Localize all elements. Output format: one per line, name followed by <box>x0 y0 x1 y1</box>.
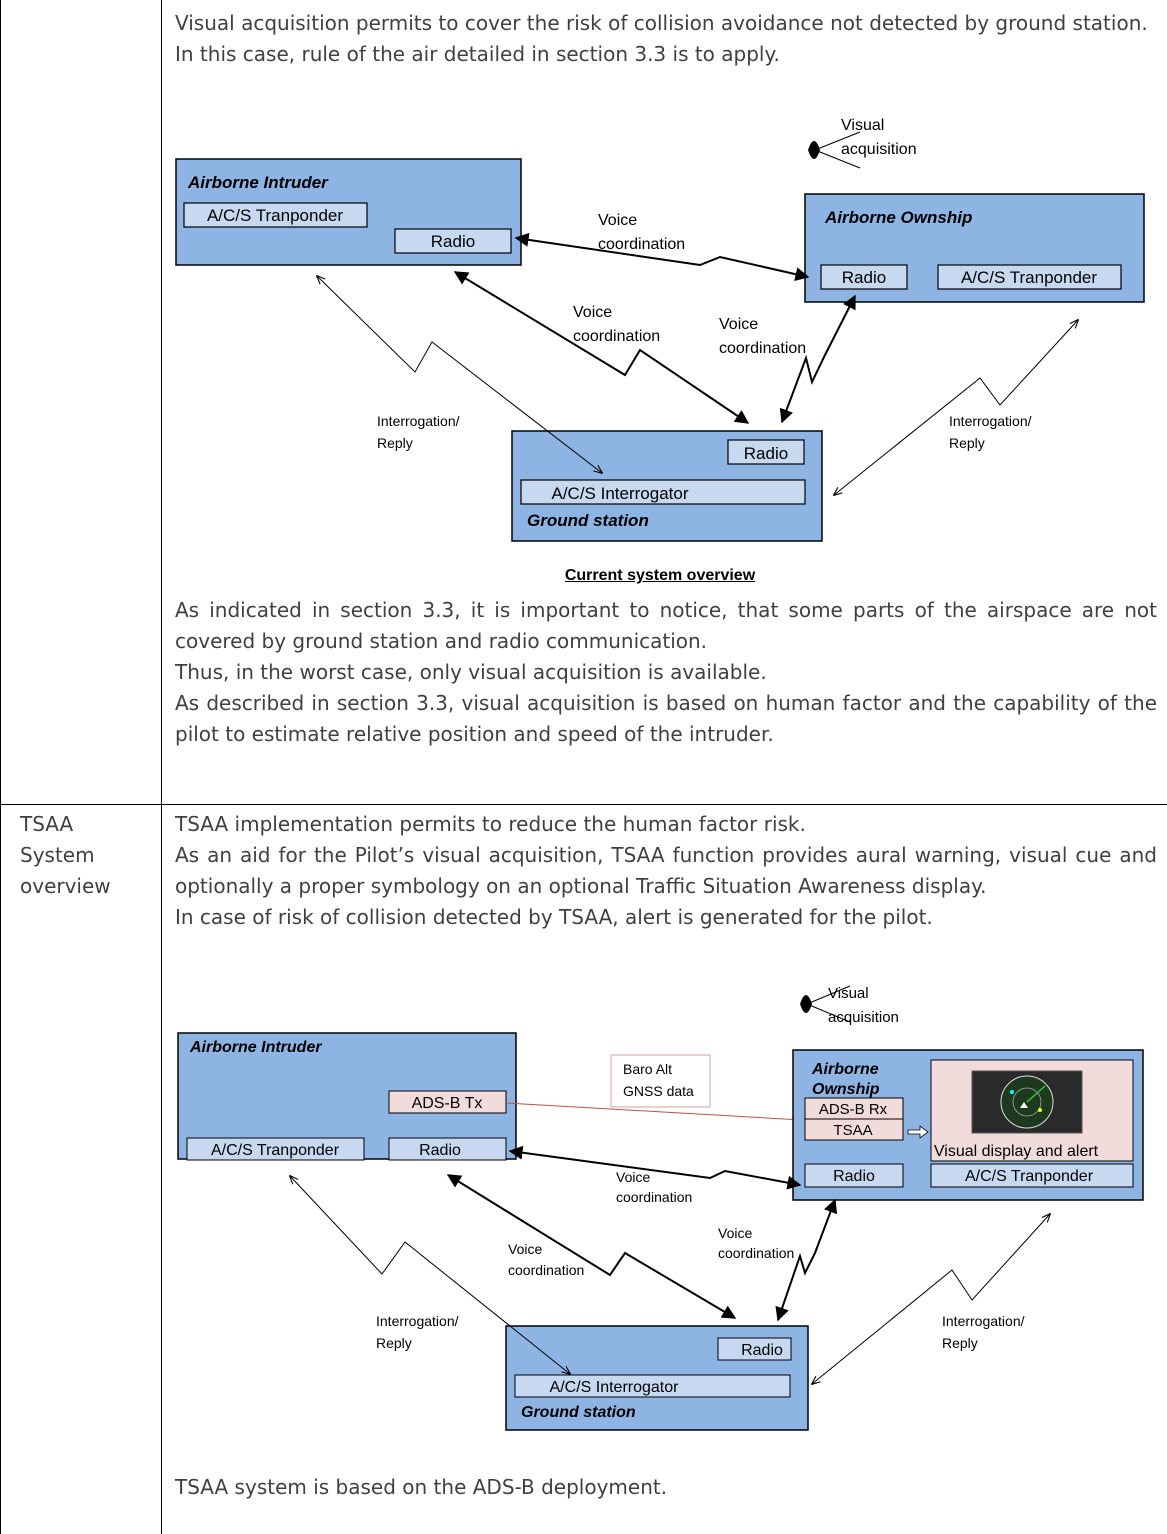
paragraph: TSAA system is based on the ADS-B deploy… <box>175 1475 668 1499</box>
intruder-adsb-tx-label: ADS-B Tx <box>412 1095 483 1112</box>
intruder-transponder-box <box>183 202 368 228</box>
visual-label: Visual <box>828 985 869 1002</box>
voice-link-intruder-ownship <box>514 232 810 282</box>
voice-link-intruder-ownship <box>508 1145 802 1190</box>
gnss-data-label: GNSS data <box>623 1083 694 1099</box>
ownship-tsaa-label: TSAA <box>833 1122 872 1139</box>
ownship-tsaa-box <box>804 1118 904 1141</box>
coordination-label: coordination <box>573 328 660 345</box>
paragraph: As an aid for the Pilot’s visual acquisi… <box>175 843 1157 898</box>
tsaa-system-diagram: Visual acquisition Airborne Intruder ADS… <box>177 985 1144 1431</box>
table-column-divider <box>161 0 162 1534</box>
coordination-label: coordination <box>598 236 685 253</box>
voice-label: Voice <box>598 212 637 229</box>
voice-link-ownship-ground <box>779 294 856 424</box>
coordination-label: coordination <box>719 340 806 357</box>
paragraph: Visual acquisition permits to cover the … <box>175 11 1148 35</box>
table-row-divider <box>0 804 1167 805</box>
paragraph: In this case, rule of the air detailed i… <box>175 42 780 66</box>
baro-alt-label: Baro Alt <box>623 1061 672 1077</box>
ground-radio-box <box>727 439 805 465</box>
interrogation-label: Interrogation/ <box>376 1313 459 1329</box>
reply-label: Reply <box>942 1335 978 1351</box>
interrogation-link-left <box>317 276 602 473</box>
arrow-icon <box>907 1125 929 1139</box>
acquisition-label: acquisition <box>841 141 917 158</box>
interrogation-label: Interrogation/ <box>377 413 460 429</box>
acquisition-label: acquisition <box>828 1009 899 1026</box>
ground-interrogator-label: A/C/S Interrogator <box>551 484 688 503</box>
intruder-title: Airborne Intruder <box>187 173 329 192</box>
paragraph: In case of risk of collision detected by… <box>175 905 933 929</box>
reply-label: Reply <box>377 435 413 451</box>
coordination-label: coordination <box>718 1245 794 1261</box>
coordination-label: coordination <box>508 1262 584 1278</box>
interrogation-link-left <box>290 1176 570 1374</box>
section1-intro: Visual acquisition permits to cover the … <box>175 8 1157 70</box>
intruder-radio-box <box>388 1137 507 1161</box>
ownship-radio-box <box>820 264 908 290</box>
interrogation-link-right <box>834 320 1078 495</box>
ground-radio-label: Radio <box>744 444 788 463</box>
voice-link-intruder-ground <box>453 271 750 424</box>
ownship-title: Airborne Ownship <box>824 208 972 227</box>
paragraph: Thus, in the worst case, only visual acq… <box>175 660 767 684</box>
voice-label: Voice <box>508 1241 542 1257</box>
paragraph: TSAA implementation permits to reduce th… <box>175 812 806 836</box>
reply-label: Reply <box>376 1335 412 1351</box>
adsb-data-link <box>505 1102 802 1124</box>
ground-interrogator-label: A/C/S Interrogator <box>550 1379 680 1396</box>
ground-radio-box <box>717 1337 792 1361</box>
intruder-transponder-label: A/C/S Tranponder <box>211 1142 340 1159</box>
intruder-transponder-label: A/C/S Tranponder <box>207 206 343 225</box>
voice-label: Voice <box>616 1169 650 1185</box>
coordination-label: coordination <box>616 1189 692 1205</box>
ownship-transponder-box <box>937 264 1122 290</box>
visual-label: Visual <box>841 117 884 134</box>
section2-intro: TSAA implementation permits to reduce th… <box>175 809 1157 933</box>
ground-station-title: Ground station <box>527 511 649 530</box>
section1-body: As indicated in section 3.3, it is impor… <box>175 595 1157 750</box>
interrogation-label: Interrogation/ <box>949 413 1032 429</box>
eye-icon <box>800 985 851 1023</box>
intruder-adsb-tx-box <box>388 1090 507 1114</box>
intruder-radio-label: Radio <box>419 1142 461 1159</box>
ground-radio-label: Radio <box>741 1342 783 1359</box>
voice-label: Voice <box>718 1225 752 1241</box>
ownship-adsb-rx-label: ADS-B Rx <box>819 1101 888 1118</box>
paragraph: As described in section 3.3, visual acqu… <box>175 691 1157 746</box>
ownship-radio-box <box>804 1163 904 1188</box>
intruder-radio-box <box>394 228 512 254</box>
intruder-radio-label: Radio <box>431 232 475 251</box>
ground-interrogator-box <box>520 479 806 505</box>
table-border-left <box>0 0 1 1534</box>
ownship-title: Airborne <box>811 1061 879 1078</box>
intruder-transponder-box <box>186 1137 365 1161</box>
section2-footer: TSAA system is based on the ADS-B deploy… <box>175 1472 1157 1503</box>
interrogation-label: Interrogation/ <box>942 1313 1025 1329</box>
voice-label: Voice <box>573 304 612 321</box>
cockpit-display-icon <box>971 1070 1083 1134</box>
eye-icon <box>808 131 861 169</box>
visual-display-label: Visual display and alert <box>934 1143 1099 1160</box>
ownship-radio-label: Radio <box>842 268 886 287</box>
ownship-title: Ownship <box>812 1081 880 1098</box>
paragraph: As indicated in section 3.3, it is impor… <box>175 598 1157 653</box>
current-system-diagram: Visual acquisition Airborne Intruder A/C… <box>175 117 1145 542</box>
row-label: TSAA System overview <box>20 812 111 898</box>
ownship-transponder-box <box>930 1163 1134 1188</box>
ground-station-title: Ground station <box>521 1404 636 1421</box>
intruder-title: Airborne Intruder <box>189 1039 322 1056</box>
interrogation-link-right <box>812 1214 1050 1384</box>
ownship-radio-label: Radio <box>833 1168 875 1185</box>
voice-label: Voice <box>719 316 758 333</box>
baro-gnss-note <box>610 1054 711 1108</box>
ownship-transponder-label: A/C/S Tranponder <box>965 1168 1094 1185</box>
reply-label: Reply <box>949 435 985 451</box>
ownship-transponder-label: A/C/S Tranponder <box>961 268 1097 287</box>
diagram-caption: Current system overview <box>564 567 756 584</box>
ground-interrogator-box <box>514 1374 791 1398</box>
